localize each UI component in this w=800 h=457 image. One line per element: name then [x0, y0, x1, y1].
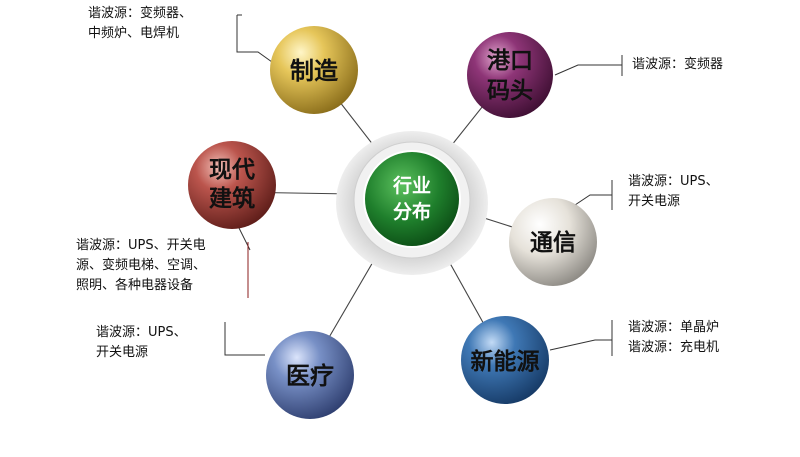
bubble-building	[188, 141, 276, 229]
label-building-line1: 现代	[209, 157, 255, 183]
note-line: 谐波源：UPS、	[96, 325, 187, 340]
label-port-line2: 码头	[487, 78, 533, 104]
note-line: 开关电源	[628, 194, 681, 209]
bubble-manufacturing	[270, 26, 358, 114]
label-port-line1: 港口	[487, 48, 533, 74]
center-label-line1: 行业	[392, 174, 431, 197]
bubble-medical	[266, 331, 354, 419]
note-new-energy: 谐波源：单晶炉 谐波源：充电机	[628, 318, 719, 358]
note-line: 谐波源：UPS、开关电	[76, 238, 206, 253]
note-manufacturing: 谐波源：变频器、 中频炉、电焊机	[88, 4, 192, 44]
note-line: 谐波源：充电机	[628, 340, 720, 355]
leader-medical	[224, 322, 265, 356]
note-port: 谐波源：变频器	[632, 55, 723, 75]
leader-new-energy	[549, 339, 612, 351]
bubble-new-energy	[461, 316, 549, 404]
bubble-telecom	[509, 198, 597, 286]
note-line: 中频炉、电焊机	[88, 26, 180, 41]
note-line: 谐波源：单晶炉	[628, 320, 720, 335]
note-line: 谐波源：UPS、	[628, 174, 719, 189]
note-telecom: 谐波源：UPS、 开关电源	[628, 172, 719, 212]
note-line: 源、变频电梯、空调、	[76, 258, 207, 273]
note-building: 谐波源：UPS、开关电 源、变频电梯、空调、 照明、各种电器设备	[76, 236, 206, 296]
center-label-line2: 分布	[393, 200, 431, 223]
bubble-port	[467, 32, 553, 118]
note-medical: 谐波源：UPS、 开关电源	[96, 323, 187, 363]
note-line: 开关电源	[96, 345, 149, 360]
label-medical: 医疗	[286, 362, 334, 390]
note-line: 谐波源：变频器、	[88, 6, 193, 21]
leader-port	[554, 64, 622, 76]
center-circle	[363, 150, 461, 248]
label-telecom: 通信	[530, 229, 576, 256]
label-new-energy: 新能源	[471, 348, 540, 375]
leader-manufacturing	[236, 15, 273, 63]
note-line: 照明、各种电器设备	[76, 278, 194, 293]
note-line: 谐波源：变频器	[632, 57, 724, 72]
label-building-line2: 建筑	[209, 185, 255, 212]
label-manufacturing: 制造	[290, 57, 338, 85]
